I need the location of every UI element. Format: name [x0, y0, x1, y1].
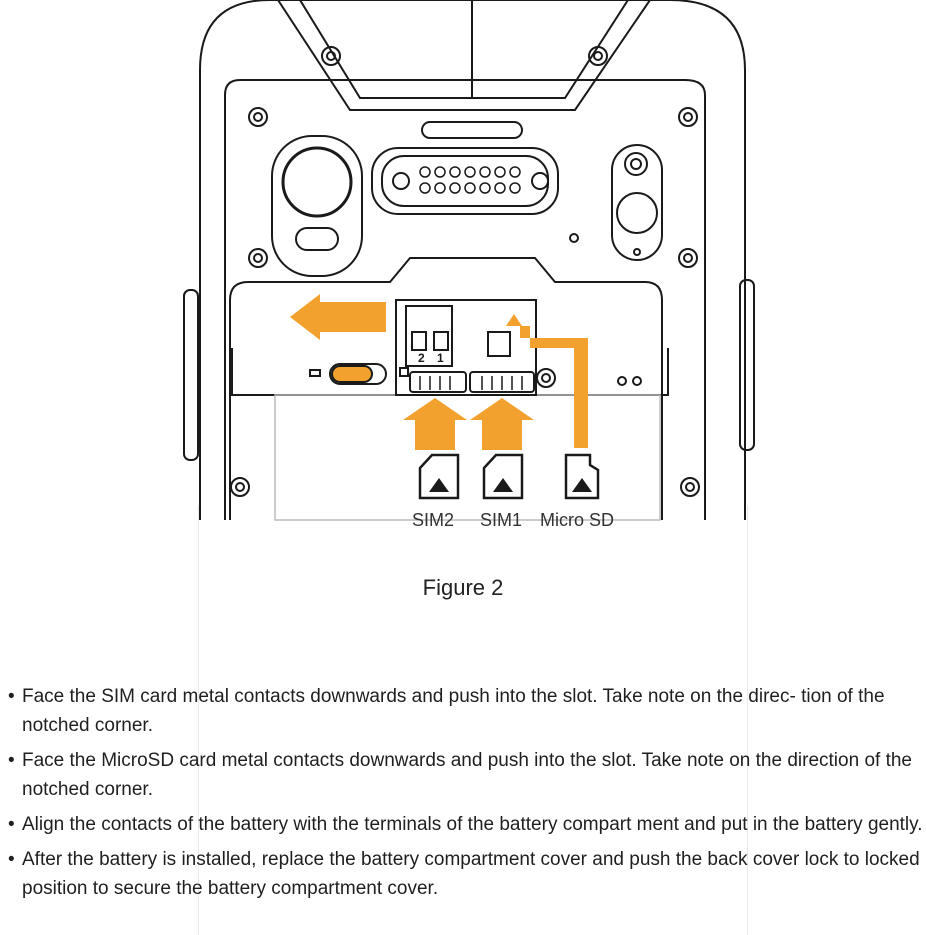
sim1-card-icon — [482, 453, 524, 500]
instruction-item: • Face the MicroSD card metal contacts d… — [8, 746, 924, 804]
instruction-item: • Face the SIM card metal contacts downw… — [8, 682, 924, 740]
instruction-text: After the battery is installed, replace … — [22, 849, 920, 899]
instruction-text: Face the MicroSD card metal contacts dow… — [22, 750, 912, 800]
lock-latch-icon — [331, 365, 373, 383]
bullet-icon: • — [8, 849, 15, 870]
sim1-label: SIM1 — [480, 510, 523, 530]
sim1-triangle-icon — [493, 478, 513, 492]
instruction-item: • After the battery is installed, replac… — [8, 845, 924, 903]
microsd-label: Micro SD — [540, 510, 615, 530]
screw-icons — [230, 46, 700, 497]
instruction-list: • Face the SIM card metal contacts downw… — [8, 682, 924, 909]
figure-caption: Figure 2 — [422, 575, 504, 600]
bullet-icon: • — [8, 750, 15, 771]
sim2-triangle-icon — [429, 478, 449, 492]
bullet-icon: • — [8, 814, 15, 835]
bullet-icon: • — [8, 686, 15, 707]
slot-1-label: 1 — [437, 351, 444, 365]
device-back-illustration: 2 1 — [183, 0, 755, 521]
sim2-card-icon — [418, 453, 460, 500]
instruction-text: Face the SIM card metal contacts downwar… — [22, 686, 885, 736]
microsd-triangle-icon — [572, 478, 592, 492]
instruction-item: • Align the contacts of the battery with… — [8, 810, 924, 839]
instruction-text: Align the contacts of the battery with t… — [22, 814, 923, 835]
device-ghost-outline — [198, 505, 748, 935]
direction-arrows — [290, 294, 588, 450]
slot-2-label: 2 — [418, 351, 425, 365]
sim2-label: SIM2 — [412, 510, 455, 530]
microsd-card-icon — [564, 453, 600, 500]
